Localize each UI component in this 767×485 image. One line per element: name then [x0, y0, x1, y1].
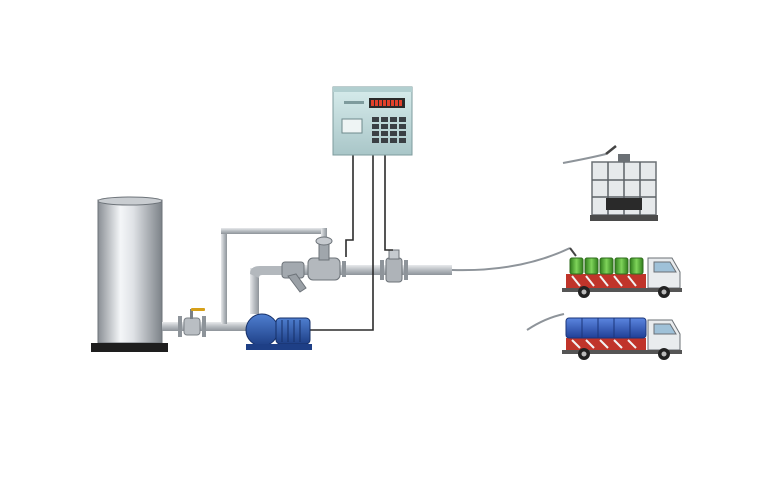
- flow-meter-icon: [380, 249, 408, 283]
- tank-base: [91, 343, 168, 352]
- tank-outlet-pipe: [162, 316, 248, 337]
- strainer-icon: [281, 261, 307, 293]
- storage-tank-icon: [91, 196, 168, 352]
- hose-icon: [451, 247, 577, 272]
- printer-slot: [341, 118, 363, 134]
- pump-icon: [245, 313, 312, 350]
- keypad-icon: [372, 117, 406, 143]
- flange-icon: [178, 316, 182, 337]
- hose-icon: [562, 145, 617, 164]
- controller-icon: [332, 86, 413, 156]
- ball-valve-icon: [183, 308, 205, 336]
- flange-icon: [202, 316, 206, 337]
- hose-icon: [526, 313, 565, 331]
- ibc-tote-icon: [590, 154, 658, 221]
- drum-truck-icon: [562, 257, 682, 298]
- barrel-truck-icon: [562, 317, 682, 360]
- control-valve-icon: [307, 236, 346, 281]
